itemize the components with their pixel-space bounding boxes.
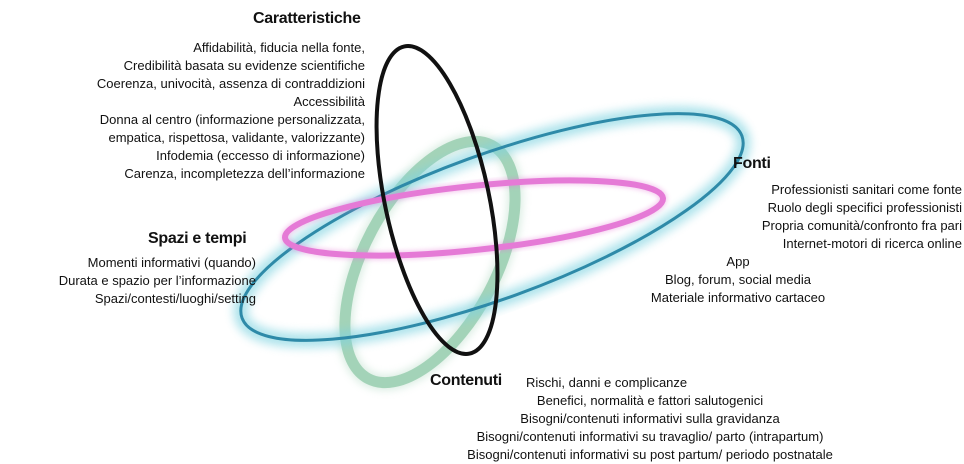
caratteristiche-ring (374, 44, 500, 356)
caratteristiche-item: Affidabilità, fiducia nella fonte, (193, 40, 365, 55)
fonti-list: Professionisti sanitari come fonte Ruolo… (762, 181, 962, 253)
fonti-item: App (726, 254, 750, 269)
spazi-ring (280, 175, 668, 261)
fonti-item: Professionisti sanitari come fonte (771, 182, 962, 197)
caratteristiche-item: empatica, rispettosa, validante, valoriz… (108, 130, 365, 145)
fonti-heading: Fonti (733, 155, 771, 172)
caratteristiche-list: Affidabilità, fiducia nella fonte, Credi… (97, 39, 365, 183)
spazi-item: Durata e spazio per l’informazione (58, 273, 256, 288)
spazi-heading: Spazi e tempi (148, 230, 247, 247)
caratteristiche-item: Donna al centro (informazione personaliz… (99, 112, 365, 127)
fonti-ring (231, 104, 753, 350)
fonti-item: Propria comunità/confronto fra pari (761, 218, 962, 233)
contenuti-item: Benefici, normalità e fattori salutogeni… (536, 393, 764, 408)
contenuti-item: Bisogni/contenuti informativi sulla grav… (520, 411, 780, 426)
fonti-item: Materiale informativo cartaceo (650, 290, 826, 305)
caratteristiche-item: Coerenza, univocità, assenza di contradd… (96, 76, 365, 91)
fonti-item: Ruolo degli specifici professionisti (767, 200, 962, 215)
fonti-item: Internet-motori di ricerca online (782, 236, 962, 251)
contenuti-list: Benefici, normalità e fattori salutogeni… (430, 392, 870, 464)
contenuti-first-item: Rischi, danni e complicanze (526, 375, 688, 390)
fonti-list-lower: App Blog, forum, social media Materiale … (608, 253, 868, 307)
spazi-item: Spazi/contesti/luoghi/setting (94, 291, 256, 306)
caratteristiche-item: Accessibilità (293, 94, 365, 109)
spazi-list: Momenti informativi (quando) Durata e sp… (59, 254, 256, 308)
contenuti-heading: Contenuti (430, 372, 502, 389)
caratteristiche-item: Credibilità basata su evidenze scientifi… (123, 58, 365, 73)
caratteristiche-item: Infodemia (eccesso di informazione) (156, 148, 365, 163)
caratteristiche-item: Carenza, incompletezza dell’informazione (124, 166, 365, 181)
spazi-item: Momenti informativi (quando) (87, 255, 256, 270)
caratteristiche-heading: Caratteristiche (253, 10, 361, 27)
contenuti-item: Bisogni/contenuti informativi su post pa… (467, 447, 833, 462)
fonti-item: Blog, forum, social media (665, 272, 811, 287)
contenuti-item: Bisogni/contenuti informativi su travagl… (476, 429, 824, 444)
